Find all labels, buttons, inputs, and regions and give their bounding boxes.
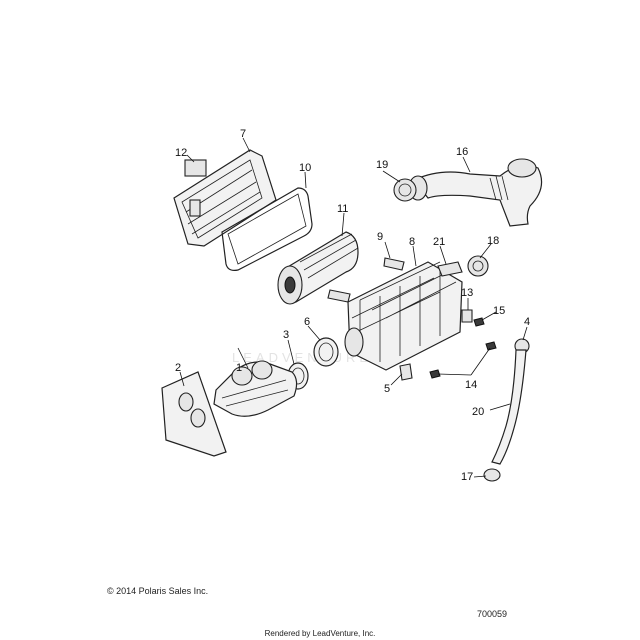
callout-11: 11 [337,203,348,215]
part-clamp-17 [483,468,501,482]
callout-8: 8 [409,236,415,248]
callout-12: 12 [175,147,187,159]
callout-7: 7 [240,128,246,140]
leader-lines [179,137,528,478]
callout-15: 15 [493,305,505,317]
part-seal-inner [227,193,307,265]
callout-18: 18 [487,235,499,247]
callout-3: 3 [283,329,289,341]
callout-13: 13 [461,287,473,299]
diagram-number: 700059 [477,609,508,619]
part-clip-upper [383,257,405,271]
part-screw-14b [429,369,441,379]
part-fitting-5 [399,363,413,381]
callout-10: 10 [299,162,311,174]
part-gasket-plate [161,371,227,457]
part-foam-strip [437,261,463,277]
callout-5: 5 [384,383,390,395]
callout-6: 6 [304,316,310,328]
part-air-filter [277,231,359,305]
part-clamp-19 [393,178,417,202]
part-intake-manifold [213,360,298,417]
callout-16: 16 [456,146,468,158]
part-fitting-13 [461,309,473,323]
part-seal [221,187,313,271]
callout-9: 9 [377,231,383,243]
part-airbox-base [344,261,463,371]
callout-17: 17 [461,471,473,483]
part-band-6 [313,337,339,367]
callout-14: 14 [465,379,477,391]
copyright-text: © 2014 Polaris Sales Inc. [107,586,209,596]
part-decal [184,159,207,177]
rendered-by-text: Rendered by LeadVenture, Inc. [264,629,376,638]
part-clamp-18 [467,255,489,277]
part-intake-duct [408,158,543,227]
part-screw-14a [485,341,497,351]
callout-2: 2 [175,362,181,374]
part-screw-15 [473,317,485,327]
callout-4: 4 [524,316,530,328]
part-clip-lower [327,289,351,303]
callout-20: 20 [472,406,484,418]
callout-19: 19 [376,159,388,171]
callout-1: 1 [236,362,242,374]
part-drain-tube [491,349,527,465]
callout-21: 21 [433,236,445,248]
part-airbox-cover [173,149,277,247]
